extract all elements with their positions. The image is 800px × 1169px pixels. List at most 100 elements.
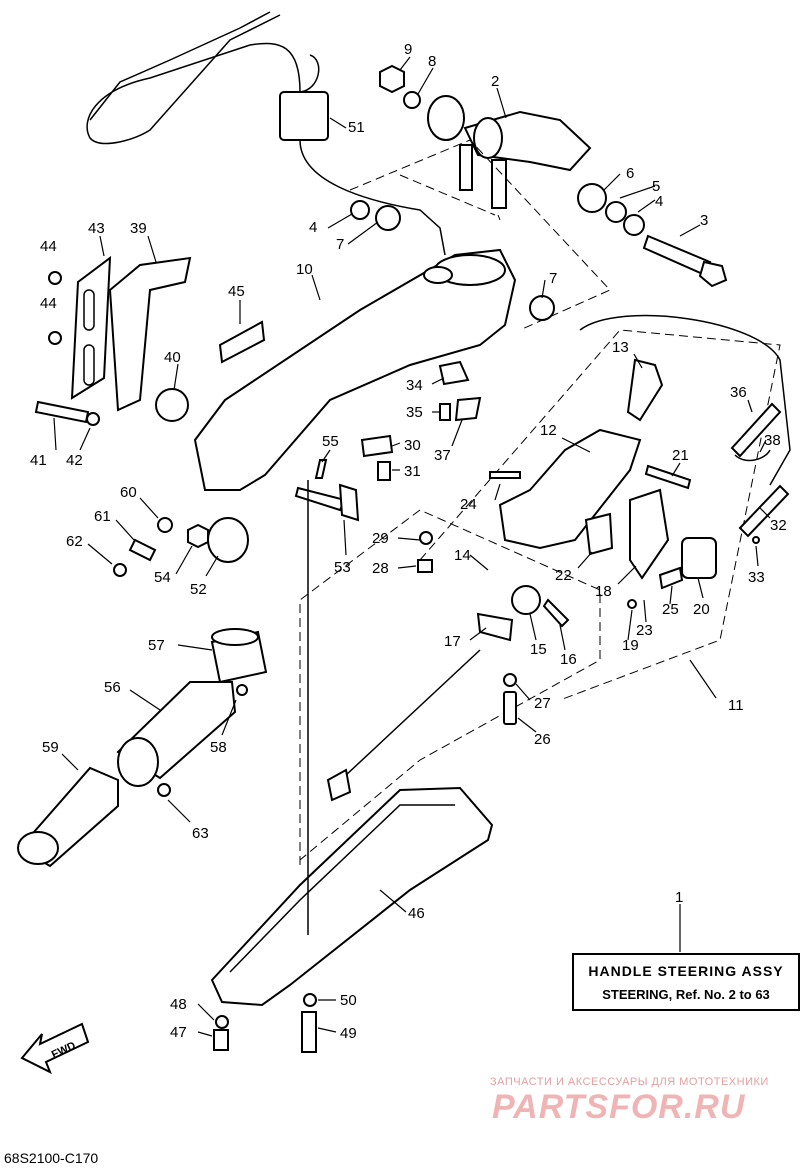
callout-40: 40 bbox=[164, 349, 181, 366]
callout-31: 31 bbox=[404, 463, 421, 480]
callout-4: 4 bbox=[655, 193, 663, 210]
callout-51: 51 bbox=[348, 119, 365, 136]
washer-part-27 bbox=[503, 673, 517, 687]
screw-part-24 bbox=[489, 471, 521, 479]
throttle-tube-part-56 bbox=[116, 681, 237, 787]
cam-part-20 bbox=[681, 537, 717, 579]
washer-part-4 bbox=[623, 214, 645, 236]
callout-15: 15 bbox=[530, 641, 547, 658]
reference-outline-14 bbox=[299, 509, 601, 865]
clip-part-37 bbox=[454, 396, 482, 422]
callout-50: 50 bbox=[340, 992, 357, 1009]
plate-part-22 bbox=[584, 512, 614, 556]
callout-5: 5 bbox=[652, 178, 660, 195]
bolt-part-26 bbox=[503, 691, 517, 725]
arm-part-13 bbox=[626, 358, 664, 422]
callout-49: 49 bbox=[340, 1025, 357, 1042]
screw-part-58 bbox=[236, 684, 248, 696]
callout-2: 2 bbox=[491, 73, 499, 90]
callout-38: 38 bbox=[764, 432, 781, 449]
callout-45: 45 bbox=[228, 283, 245, 300]
callout-55: 55 bbox=[322, 433, 339, 450]
callout-18: 18 bbox=[595, 583, 612, 600]
reference-outline-11 bbox=[419, 329, 781, 701]
callout-54: 54 bbox=[154, 569, 171, 586]
callout-3: 3 bbox=[700, 212, 708, 229]
clamp-part-30 bbox=[360, 434, 394, 458]
washer-part-5 bbox=[605, 201, 627, 223]
callout-26: 26 bbox=[534, 731, 551, 748]
bracket-part-2 bbox=[427, 95, 592, 209]
bolt-part-41 bbox=[34, 400, 90, 424]
callout-9: 9 bbox=[404, 41, 412, 58]
pin-part-21 bbox=[644, 464, 692, 490]
lever-part-18 bbox=[629, 488, 670, 580]
bracket-part-39 bbox=[108, 256, 192, 412]
washer-part-62 bbox=[113, 563, 127, 577]
shift-rod bbox=[329, 649, 481, 791]
callout-6: 6 bbox=[626, 165, 634, 182]
screw-part-35 bbox=[439, 403, 451, 421]
callout-19: 19 bbox=[622, 637, 639, 654]
callout-20: 20 bbox=[693, 601, 710, 618]
plate-part-43 bbox=[70, 255, 112, 400]
link-part-17 bbox=[476, 612, 514, 642]
callout-41: 41 bbox=[30, 452, 47, 469]
bracket-part-12 bbox=[498, 428, 642, 550]
bushing-part-7-lower bbox=[529, 295, 555, 321]
shaft-part-52 bbox=[207, 517, 249, 563]
diagram-code: 68S2100-C170 bbox=[4, 1150, 99, 1166]
washer-part-48 bbox=[215, 1015, 229, 1029]
callout-32: 32 bbox=[770, 517, 787, 534]
clip-part-38 bbox=[734, 449, 771, 462]
callout-30: 30 bbox=[404, 437, 421, 454]
rod-part-36 bbox=[730, 402, 782, 458]
callout-58: 58 bbox=[210, 739, 227, 756]
bolt-part-3 bbox=[642, 234, 728, 288]
cable-loop bbox=[579, 314, 791, 486]
screw-part-44-a bbox=[48, 271, 62, 285]
callout-57: 57 bbox=[148, 637, 165, 654]
callout-7: 7 bbox=[336, 236, 344, 253]
callout-42: 42 bbox=[66, 452, 83, 469]
friction-ring-part-57 bbox=[210, 628, 268, 684]
callout-29: 29 bbox=[372, 530, 389, 547]
bushing-part-40 bbox=[155, 388, 189, 422]
title-box-line-2: STEERING, Ref. No. 2 to 63 bbox=[602, 987, 770, 1002]
callout-27: 27 bbox=[534, 695, 551, 712]
callout-37: 37 bbox=[434, 447, 451, 464]
ball-part-19 bbox=[627, 599, 637, 609]
callout-44: 44 bbox=[40, 295, 57, 312]
callout-63: 63 bbox=[192, 825, 209, 842]
callout-21: 21 bbox=[672, 447, 689, 464]
leader-lines bbox=[53, 56, 771, 1037]
tiller-housing-part-10 bbox=[193, 248, 517, 491]
gear-part-15 bbox=[511, 585, 541, 615]
base-plate-part-46 bbox=[210, 786, 494, 1007]
callout-62: 62 bbox=[66, 533, 83, 550]
callout-44: 44 bbox=[40, 238, 57, 255]
callout-60: 60 bbox=[120, 484, 137, 501]
clamp-part-34 bbox=[438, 360, 470, 386]
callout-47: 47 bbox=[170, 1024, 187, 1041]
title-box: HANDLE STEERING ASSY STEERING, Ref. No. … bbox=[572, 953, 800, 1011]
callout-22: 22 bbox=[555, 567, 572, 584]
screw-part-31 bbox=[377, 461, 391, 481]
callout-43: 43 bbox=[88, 220, 105, 237]
reference-outline-upper bbox=[349, 139, 611, 331]
rod-end bbox=[326, 768, 352, 802]
callout-8: 8 bbox=[428, 53, 436, 70]
callout-34: 34 bbox=[406, 377, 423, 394]
callout-25: 25 bbox=[662, 601, 679, 618]
screw-part-47 bbox=[213, 1029, 229, 1051]
callout-16: 16 bbox=[560, 651, 577, 668]
pin-part-55 bbox=[314, 459, 328, 479]
callout-1: 1 bbox=[675, 889, 683, 906]
callout-61: 61 bbox=[94, 508, 111, 525]
callout-4: 4 bbox=[309, 219, 317, 236]
callout-48: 48 bbox=[170, 996, 187, 1013]
clip-part-33 bbox=[752, 536, 760, 544]
washer-part-8 bbox=[403, 91, 421, 109]
callout-7: 7 bbox=[549, 270, 557, 287]
